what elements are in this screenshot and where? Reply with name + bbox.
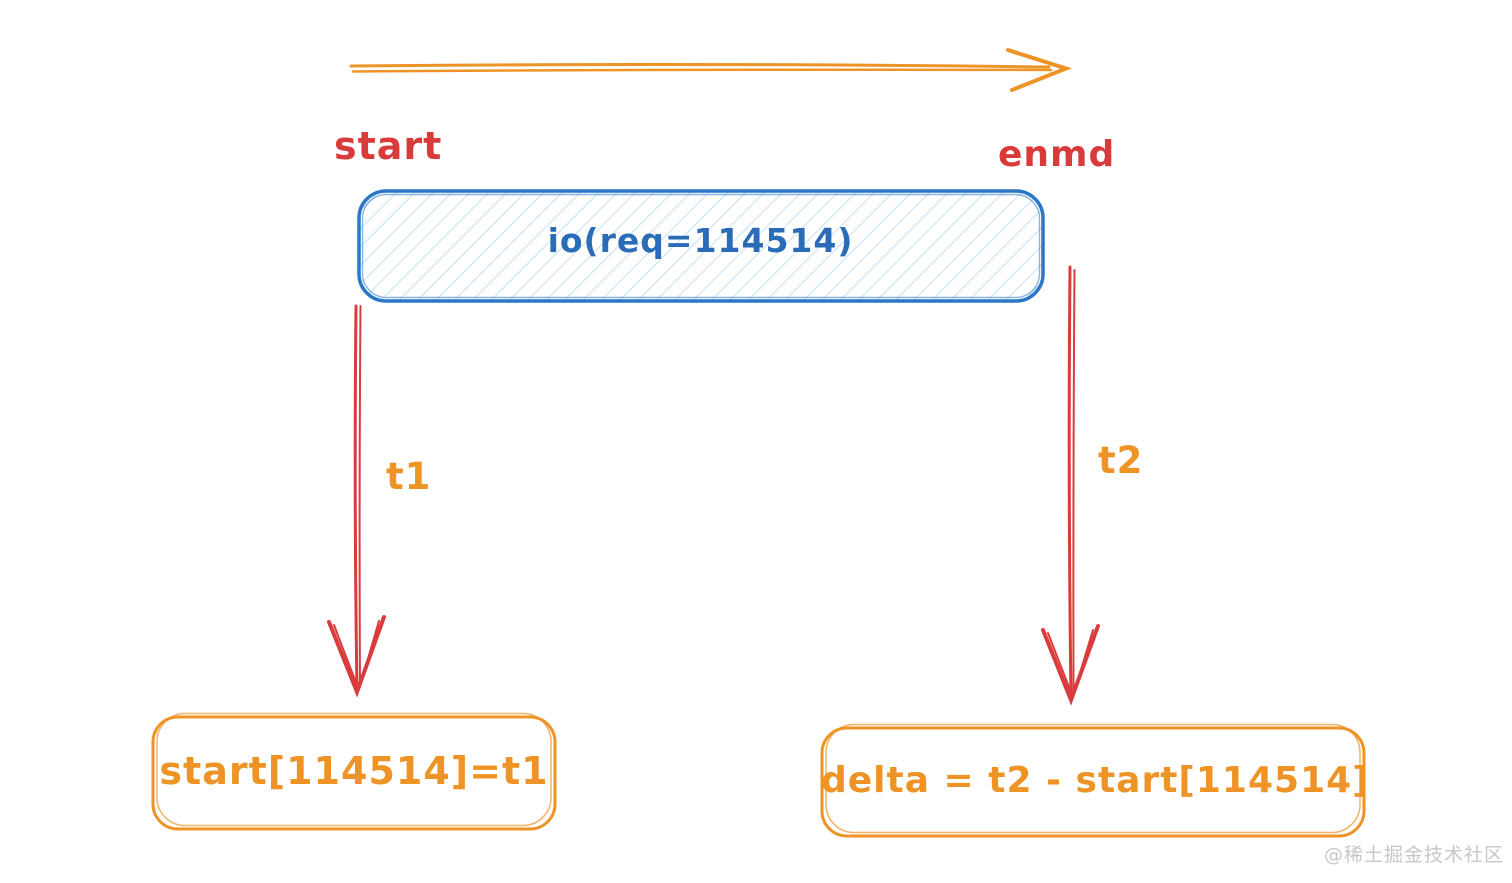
- io-box-shape: [357, 189, 1045, 303]
- watermark-text: @稀土掘金技术社区: [1323, 844, 1504, 866]
- result-left-label: start[114514]=t1: [159, 749, 549, 793]
- t2-arrow-label: t2: [1098, 439, 1144, 482]
- result-right-box-shape: [820, 723, 1366, 838]
- t2-arrow: [1041, 265, 1100, 706]
- t1-arrow-label: t1: [386, 455, 432, 498]
- timeline-end-label: enmd: [998, 134, 1116, 175]
- timeline-start-label: start: [334, 124, 443, 168]
- result-right-label: delta = t2 - start[114514]: [821, 760, 1370, 801]
- io-box-label: io(req=114514): [547, 221, 854, 260]
- timeline-arrow: [349, 48, 1072, 92]
- t1-arrow: [327, 304, 386, 698]
- result-left-box-shape: [151, 712, 557, 831]
